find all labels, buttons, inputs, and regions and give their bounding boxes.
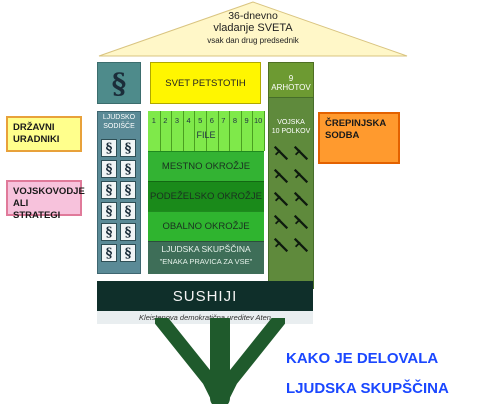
city-district-band: MESTNO OKROŽJE: [148, 151, 264, 181]
council-500-box: SVET PETSTOTIH: [150, 62, 261, 104]
army-line-1: VOJSKA: [277, 119, 305, 126]
coast-district-band: OBALNO OKROŽJE: [148, 211, 264, 241]
ostracism-box: ČREPINJSKA SODBA: [318, 112, 400, 164]
roof-line-3: vsak dan drug predsednik: [207, 36, 299, 45]
down-arrow-icon: [155, 318, 285, 404]
section-sign-icon: §: [120, 223, 136, 241]
roof-line-2: vladanje SVETA: [213, 22, 293, 34]
caption-line-1: KAKO JE DELOVALA: [286, 350, 439, 367]
section-sign-icon: §: [101, 244, 117, 262]
people-court-line-2: SODIŠČE: [103, 123, 135, 130]
people-court-title: LJUDSKO SODIŠČE: [97, 113, 141, 131]
coast-district-label: OBALNO OKROŽJE: [162, 221, 250, 232]
section-sign-icon: §: [120, 244, 136, 262]
phyle-number: 2: [163, 116, 168, 125]
strategists-box: VOJSKOVODJE ALI STRATEGI: [6, 180, 85, 221]
sword-icon: [273, 237, 289, 253]
sword-icon: [273, 191, 289, 207]
section-sign-icon: §: [101, 160, 117, 178]
sword-icon: [293, 191, 309, 207]
phyle-number: 9: [244, 116, 249, 125]
section-sign-icon: §: [101, 181, 117, 199]
section-sign-icon: §: [101, 139, 117, 157]
section-sign-icon: §: [120, 181, 136, 199]
section-sign-icon: §: [101, 202, 117, 220]
sword-icon: [293, 168, 309, 184]
phyle-number: 10: [254, 116, 263, 125]
phyle-number: 4: [186, 116, 191, 125]
section-sign-icon: §: [97, 62, 141, 104]
sword-icon: [293, 237, 309, 253]
phyle-cell: [183, 111, 196, 151]
assembly-motto: "ENAKA PRAVICA ZA VSE": [159, 257, 253, 266]
city-district-label: MESTNO OKROŽJE: [161, 161, 251, 172]
phyle-cell: [160, 111, 173, 151]
phyle-cell: [241, 111, 254, 151]
phyle-cell: [148, 111, 161, 151]
section-sign-icon: §: [120, 139, 136, 157]
section-sign-icon: §: [101, 223, 117, 241]
phyle-number: 3: [174, 116, 180, 125]
phyle-cell: [252, 111, 265, 151]
inland-district-label: PODEŽELSKO OKROŽJE: [150, 191, 262, 202]
sword-icon: [273, 214, 289, 230]
phyle-number: 8: [232, 116, 238, 125]
section-sign-icon: §: [120, 202, 136, 220]
inland-district-band: PODEŽELSKO OKROŽJE: [148, 181, 264, 211]
sword-icon: [273, 145, 289, 161]
state-officials-box: DRŽAVNI URADNIKI: [6, 116, 82, 152]
people-court-line-1: LJUDSKO: [102, 114, 136, 121]
army-title: VOJSKA 10 POLKOV: [268, 118, 314, 136]
sword-icon: [293, 214, 309, 230]
citizens-label: SUSHIJI: [172, 287, 238, 305]
phylai-label: FILE: [196, 130, 216, 140]
assembly-block: [148, 241, 264, 274]
phyle-number: 5: [198, 116, 203, 125]
phyle-cell: [194, 111, 207, 151]
section-sign-icon: §: [120, 160, 136, 178]
phyle-number: 1: [151, 116, 156, 125]
phyle-number: 6: [209, 116, 214, 125]
roof-line-1: 36-dnevno: [228, 10, 278, 22]
phyle-number: 7: [221, 116, 226, 125]
sword-icon: [273, 168, 289, 184]
phylai-block: [148, 111, 264, 151]
army-line-2: 10 POLKOV: [271, 128, 311, 135]
phyle-cell: [229, 111, 242, 151]
citizens-base: SUSHIJI: [97, 281, 313, 311]
phyle-cell: [206, 111, 219, 151]
roof-triangle: [98, 1, 408, 57]
phyle-cell: [171, 111, 184, 151]
sword-icon: [293, 145, 309, 161]
phyle-cell: [218, 111, 231, 151]
assembly-title: LJUDSKA SKUPŠČINA: [161, 244, 251, 254]
caption-line-2: LJUDSKA SKUPŠČINA: [286, 380, 449, 397]
diagram-caption: Kleistenova demokratična ureditev Aten: [97, 311, 313, 324]
